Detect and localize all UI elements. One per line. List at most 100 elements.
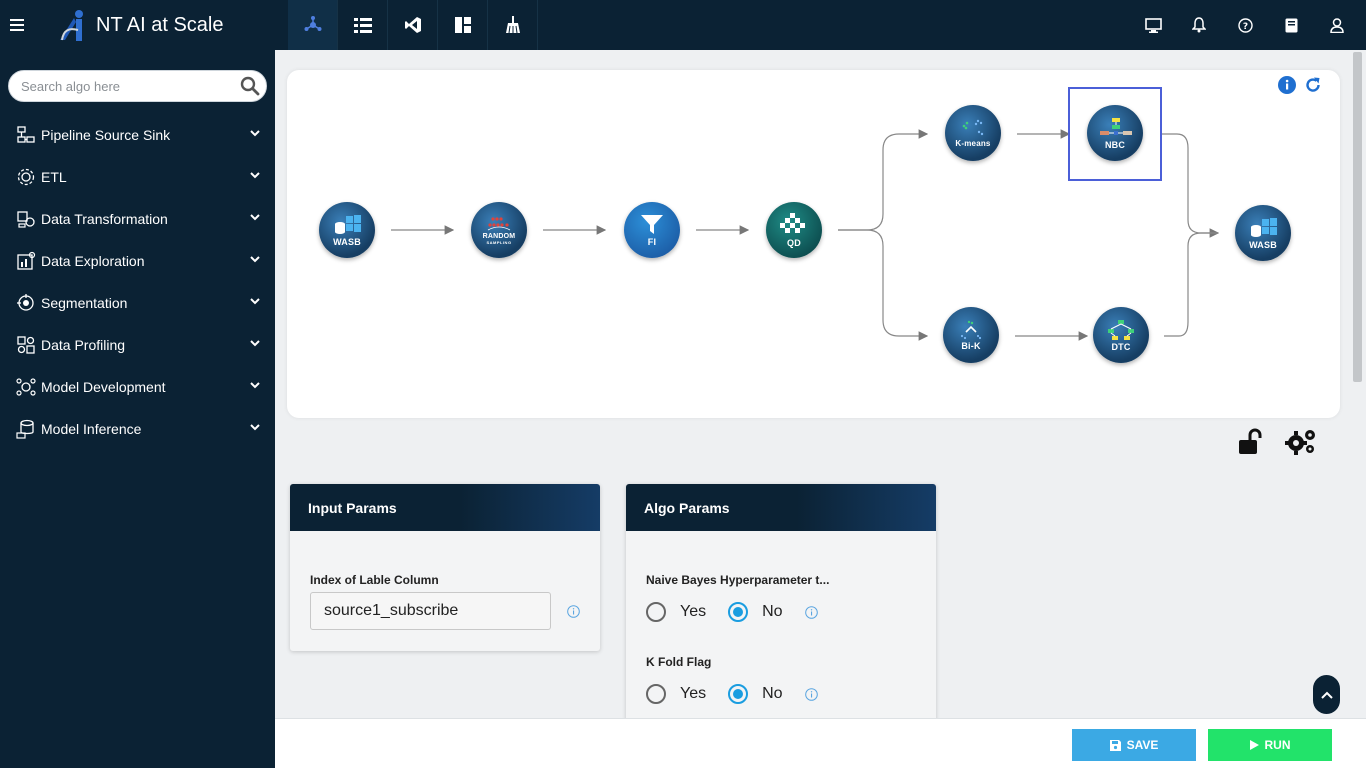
floppy-disk-icon bbox=[1109, 739, 1121, 751]
tool-list[interactable] bbox=[338, 0, 388, 50]
node-kmeans[interactable]: K-means bbox=[945, 105, 1001, 161]
radio-label: Yes bbox=[680, 685, 707, 702]
node-label: Bi-K bbox=[961, 340, 981, 351]
node-wasb-source[interactable]: WASB bbox=[319, 202, 375, 258]
pipeline-icon bbox=[15, 124, 37, 146]
monitor-icon bbox=[1144, 17, 1162, 33]
windows-database-icon bbox=[335, 214, 361, 234]
hyperparam-yes-radio[interactable] bbox=[646, 602, 666, 622]
panel-title: Algo Params bbox=[626, 484, 936, 531]
sidebar-item-data-exploration[interactable]: Data Exploration bbox=[0, 240, 275, 282]
settings-gears-icon[interactable] bbox=[1285, 428, 1317, 456]
docs-button[interactable] bbox=[1268, 0, 1314, 50]
page-scrollbar[interactable] bbox=[1353, 52, 1362, 382]
book-icon bbox=[1285, 18, 1297, 32]
node-label: FI bbox=[647, 236, 657, 247]
info-icon[interactable] bbox=[1278, 76, 1296, 94]
top-bar: NT AI at Scale ? bbox=[0, 0, 1366, 50]
info-icon[interactable] bbox=[804, 687, 818, 701]
node-wasb-sink[interactable]: WASB bbox=[1235, 205, 1291, 261]
label-column-label: Index of Lable Column bbox=[310, 573, 439, 587]
sidebar-item-pipeline-source-sink[interactable]: Pipeline Source Sink bbox=[0, 114, 275, 156]
node-fi[interactable]: FI bbox=[624, 202, 680, 258]
sidebar-item-etl[interactable]: ETL bbox=[0, 156, 275, 198]
label-column-input[interactable] bbox=[310, 592, 551, 630]
node-dtc[interactable]: DTC bbox=[1093, 307, 1149, 363]
panel-title: Input Params bbox=[290, 484, 600, 531]
node-nbc[interactable]: NBC bbox=[1087, 105, 1143, 161]
node-label: K-means bbox=[955, 139, 991, 148]
sidebar-item-label: Model Development bbox=[41, 379, 166, 395]
info-icon[interactable] bbox=[804, 605, 818, 619]
sidebar-item-segmentation[interactable]: Segmentation bbox=[0, 282, 275, 324]
logo-icon bbox=[60, 10, 83, 41]
user-button[interactable] bbox=[1314, 0, 1360, 50]
kfold-no-radio[interactable] bbox=[728, 684, 749, 704]
canvas-tools bbox=[1278, 76, 1322, 94]
node-bik[interactable]: Bi-K bbox=[943, 307, 999, 363]
tool-pipeline[interactable] bbox=[288, 0, 338, 50]
sidebar-item-model-development[interactable]: Model Development bbox=[0, 366, 275, 408]
kfold-yes-radio[interactable] bbox=[646, 684, 666, 704]
transformation-icon bbox=[15, 208, 37, 230]
radio-label: Yes bbox=[680, 603, 707, 620]
algo-params-panel: Algo Params Naive Bayes Hyperparameter t… bbox=[626, 484, 936, 724]
toolbar bbox=[288, 0, 538, 50]
hyperparam-no-radio[interactable] bbox=[728, 602, 749, 622]
hamburger-menu-icon[interactable] bbox=[0, 0, 34, 50]
sidebar-item-label: ETL bbox=[41, 169, 67, 185]
selected-node-frame bbox=[1068, 87, 1162, 181]
model-development-icon bbox=[15, 376, 37, 398]
sidebar-item-label: Segmentation bbox=[41, 295, 128, 311]
broom-icon bbox=[505, 16, 520, 34]
search-input[interactable] bbox=[21, 71, 236, 101]
header-actions: ? bbox=[1130, 0, 1366, 50]
scroll-to-top-button[interactable] bbox=[1313, 675, 1340, 714]
network-icon bbox=[304, 16, 321, 31]
segmentation-icon bbox=[15, 292, 37, 314]
filter-icon bbox=[641, 214, 663, 234]
chevron-down-icon bbox=[250, 424, 260, 431]
bisecting-tree-icon bbox=[960, 320, 982, 339]
sidebar-item-label: Pipeline Source Sink bbox=[41, 127, 171, 143]
sidebar-item-data-profiling[interactable]: Data Profiling bbox=[0, 324, 275, 366]
unlock-icon[interactable] bbox=[1237, 428, 1265, 456]
search-icon[interactable] bbox=[240, 76, 260, 96]
tool-code[interactable] bbox=[388, 0, 438, 50]
node-label: WASB bbox=[333, 236, 361, 247]
sidebar-item-label: Data Exploration bbox=[41, 253, 145, 269]
exploration-icon bbox=[15, 250, 37, 272]
decision-flow-icon bbox=[1100, 117, 1132, 135]
tool-layout[interactable] bbox=[438, 0, 488, 50]
pipeline-canvas[interactable]: WASB RANDOM SAMPLING FI QD K-means NBC B… bbox=[287, 70, 1340, 418]
save-button[interactable]: SAVE bbox=[1072, 729, 1196, 761]
hyperparam-label: Naive Bayes Hyperparameter t... bbox=[646, 573, 830, 587]
sidebar-item-model-inference[interactable]: Model Inference bbox=[0, 408, 275, 450]
qd-blocks-icon bbox=[780, 212, 805, 233]
info-icon[interactable] bbox=[567, 605, 580, 618]
user-icon bbox=[1330, 17, 1344, 33]
run-button[interactable]: RUN bbox=[1208, 729, 1332, 761]
visual-studio-icon bbox=[404, 17, 421, 33]
node-sublabel: SAMPLING bbox=[486, 239, 512, 245]
sidebar-item-data-transformation[interactable]: Data Transformation bbox=[0, 198, 275, 240]
node-label: DTC bbox=[1111, 341, 1131, 352]
sidebar-item-label: Model Inference bbox=[41, 421, 142, 437]
bell-icon bbox=[1192, 17, 1206, 33]
kfold-radio-group: Yes No bbox=[646, 684, 818, 704]
sidebar-menu: Pipeline Source Sink ETL Data Transforma… bbox=[0, 114, 275, 450]
sidebar: Pipeline Source Sink ETL Data Transforma… bbox=[0, 50, 275, 768]
notifications-button[interactable] bbox=[1176, 0, 1222, 50]
tool-clean[interactable] bbox=[488, 0, 538, 50]
node-label: WASB bbox=[1249, 239, 1277, 250]
refresh-icon[interactable] bbox=[1304, 76, 1322, 94]
chevron-down-icon bbox=[250, 256, 260, 263]
node-random-sampling[interactable]: RANDOM SAMPLING bbox=[471, 202, 527, 258]
decision-tree-icon bbox=[1108, 319, 1134, 340]
help-button[interactable]: ? bbox=[1222, 0, 1268, 50]
node-label: QD bbox=[787, 237, 801, 248]
action-bar: SAVE RUN bbox=[275, 718, 1366, 768]
clusters-icon bbox=[962, 119, 984, 136]
monitor-button[interactable] bbox=[1130, 0, 1176, 50]
node-qd[interactable]: QD bbox=[766, 202, 822, 258]
